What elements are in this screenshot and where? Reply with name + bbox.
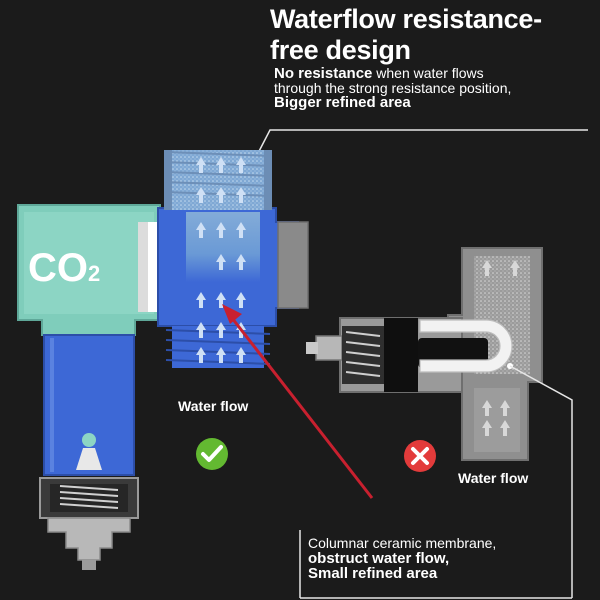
pointer-arrow (222, 304, 374, 499)
note-line-2: obstruct water flow, (308, 550, 450, 567)
subtitle: No resistance when water flows through t… (274, 66, 600, 110)
callout-line-bottom (299, 363, 573, 599)
membrane-note: Columnar ceramic membrane, obstruct wate… (308, 535, 598, 582)
cross-icon (404, 440, 436, 472)
co2-sub: 2 (88, 261, 101, 286)
right-device (306, 247, 543, 461)
title-line-2: free design (270, 35, 411, 65)
note-line-1: Columnar ceramic membrane, (308, 535, 497, 551)
flow-arrows-left (196, 157, 246, 363)
page-title: Waterflow resistance- free design (270, 4, 600, 66)
left-device (17, 150, 309, 570)
flow-arrows-right (482, 260, 520, 436)
water-flow-label-left: Water flow (178, 398, 249, 414)
check-icon (196, 438, 228, 470)
water-flow-label-right: Water flow (458, 470, 529, 486)
subtitle-line-2: through the strong resistance position, (274, 80, 512, 96)
title-line-1: Waterflow resistance- (270, 4, 542, 34)
note-line-3: Small refined area (308, 565, 438, 582)
subtitle-rest-1: when water flows (372, 65, 484, 81)
co2-label: CO2 (28, 246, 100, 291)
subtitle-bold-2: Bigger refined area (274, 94, 411, 111)
subtitle-bold-1: No resistance (274, 65, 373, 82)
co2-main: CO (28, 246, 88, 290)
